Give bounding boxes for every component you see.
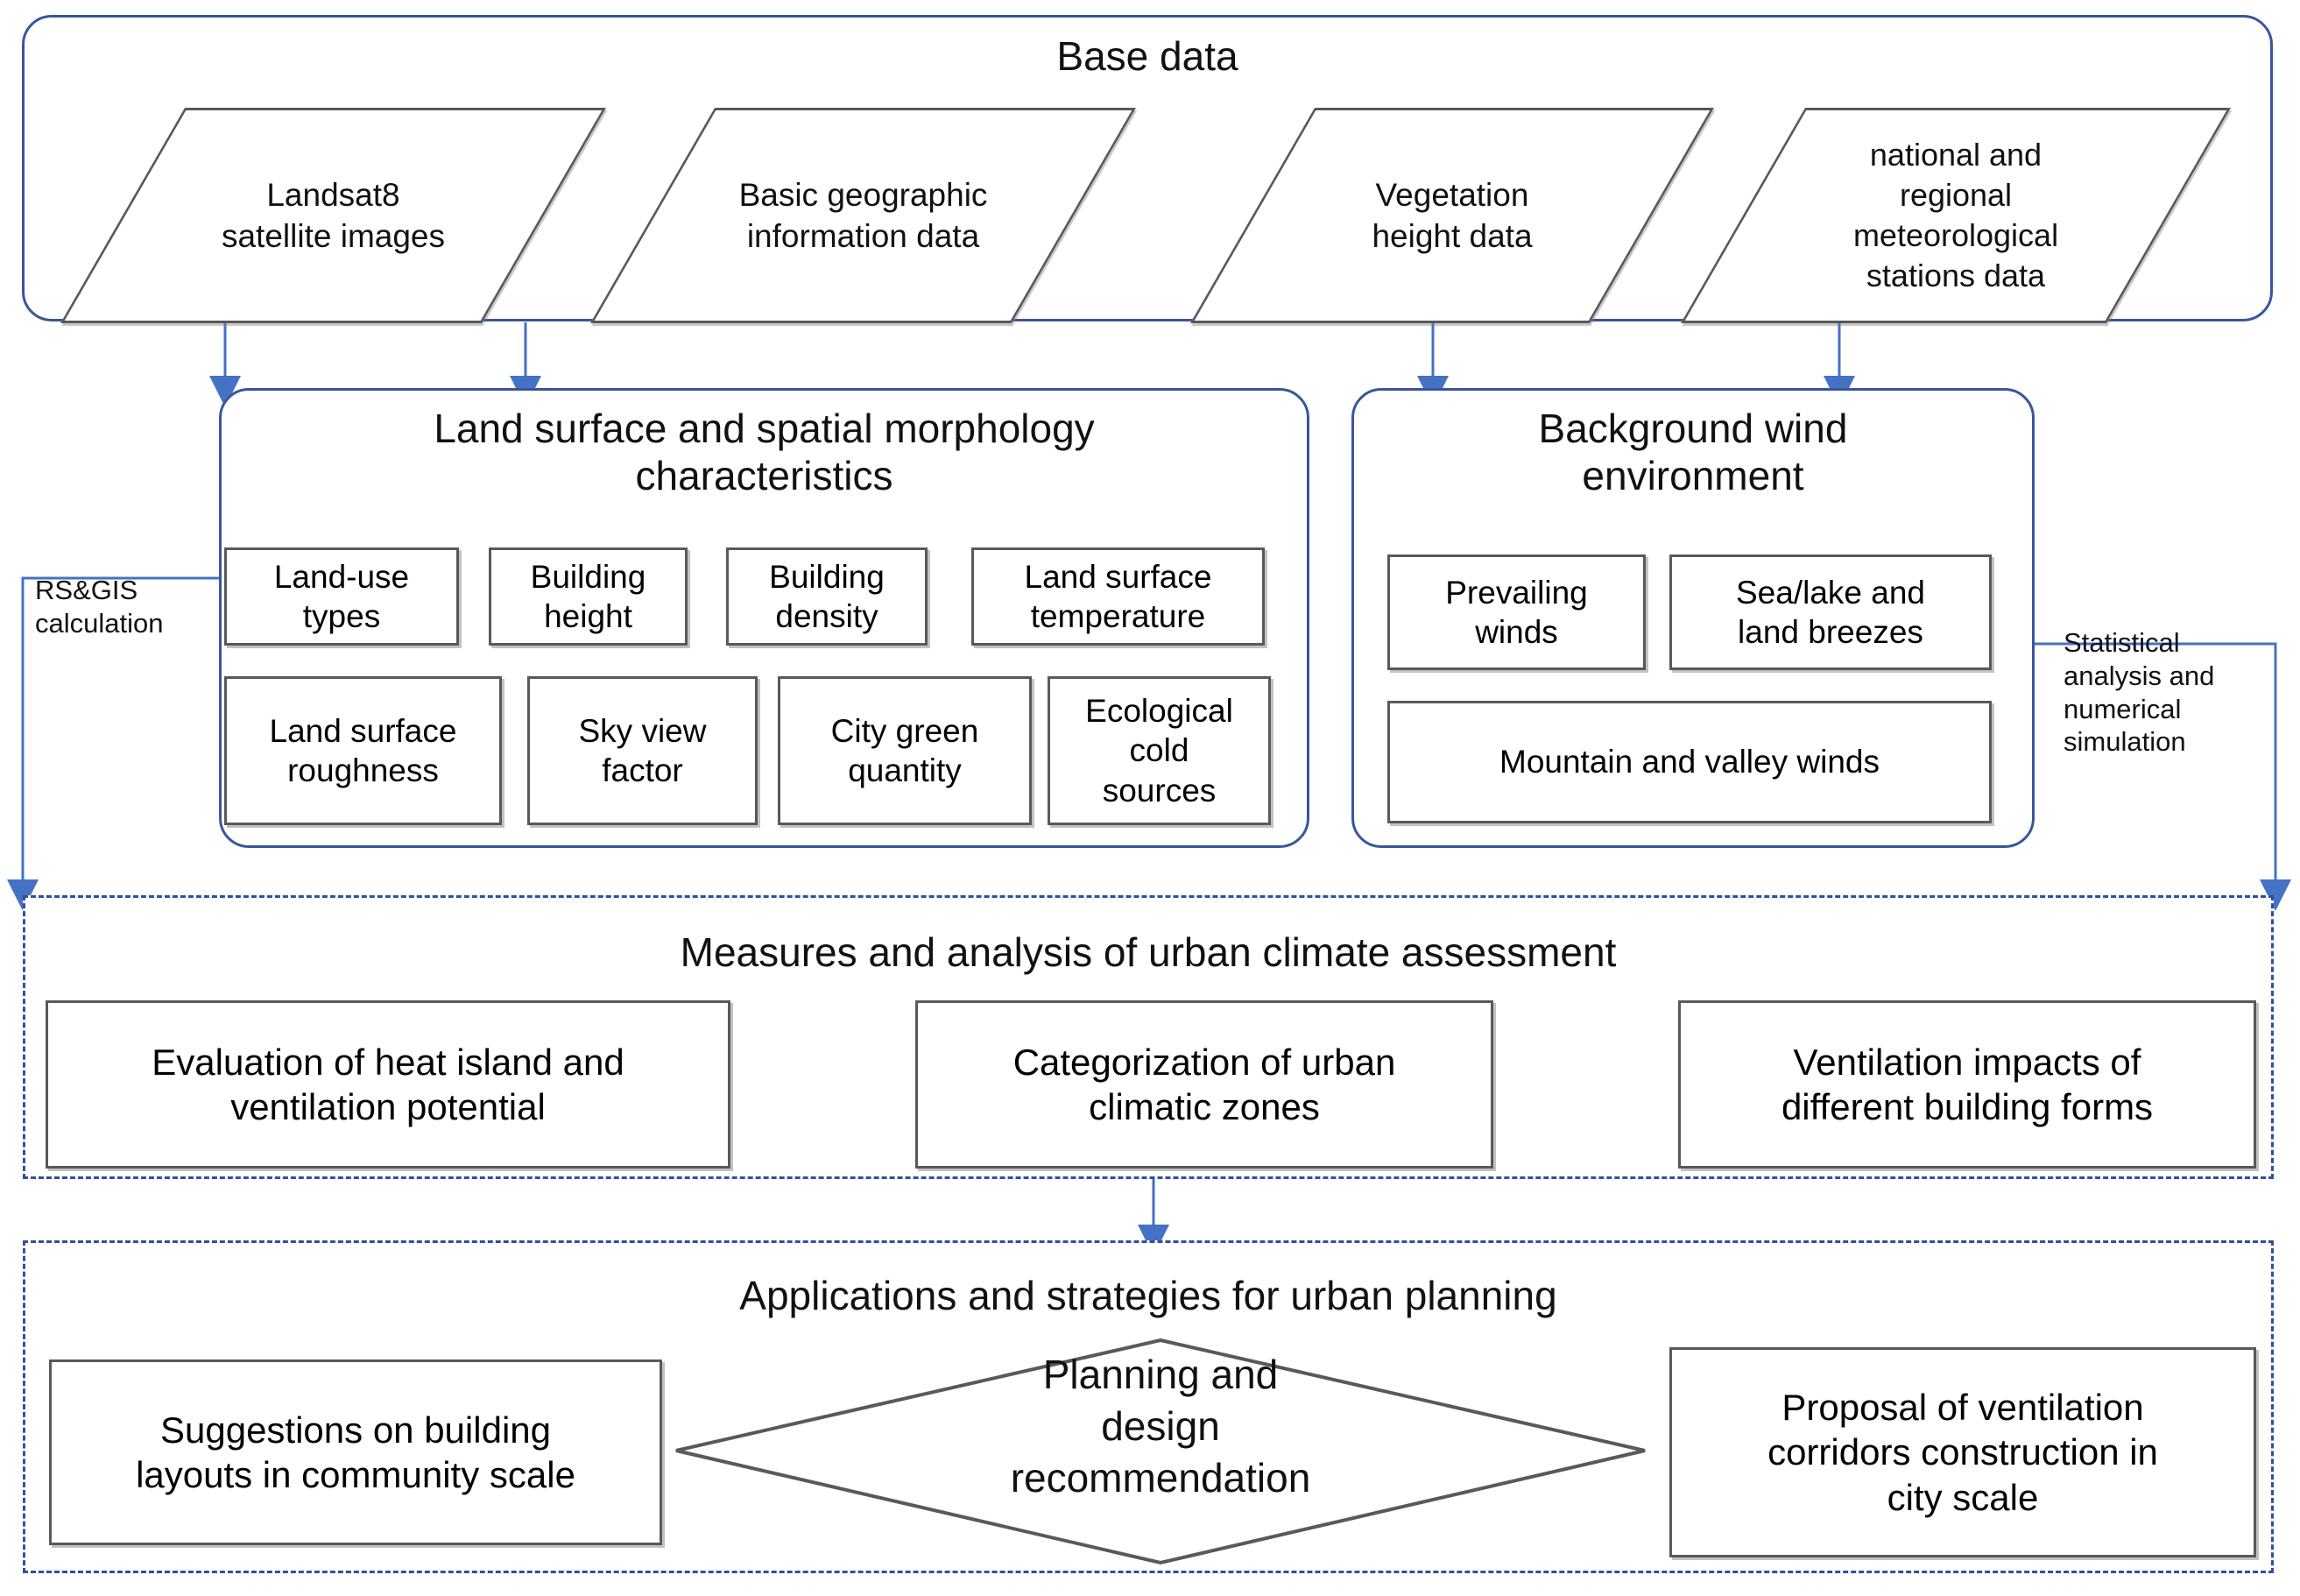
applications-title: Applications and strategies for urban pl… bbox=[739, 1273, 1557, 1318]
land-surface-item-building-height[interactable]: Building height bbox=[489, 547, 688, 646]
side-label-rs-gis-calculation: RS&GIS calculation bbox=[35, 575, 164, 639]
wind-item-sea-lake-land-breezes[interactable]: Sea/lake and land breezes bbox=[1669, 554, 1992, 670]
applications-left-box[interactable]: Suggestions on building layouts in commu… bbox=[49, 1359, 662, 1545]
base-data-source-4[interactable]: national and regional meteorological sta… bbox=[1680, 108, 2232, 323]
land-surface-title: Land surface and spatial morphology char… bbox=[434, 406, 1095, 499]
land-surface-item-label: Building density bbox=[769, 558, 885, 634]
measures-item-urban-climatic-zones[interactable]: Categorization of urban climatic zones bbox=[915, 1000, 1493, 1169]
land-surface-item-building-density[interactable]: Building density bbox=[726, 547, 928, 646]
wind-item-label: Mountain and valley winds bbox=[1499, 744, 1880, 780]
land-surface-item-land-use-types[interactable]: Land-use types bbox=[224, 547, 459, 646]
applications-left-box-label: Suggestions on building layouts in commu… bbox=[136, 1409, 575, 1495]
applications-right-box-label: Proposal of ventilation corridors constr… bbox=[1767, 1387, 2158, 1518]
base-data-source-1[interactable]: Landsat8 satellite images bbox=[60, 108, 607, 323]
base-data-source-1-label: Landsat8 satellite images bbox=[221, 176, 445, 254]
land-surface-item-land-surface-temperature[interactable]: Land surface temperature bbox=[971, 547, 1265, 646]
wind-item-label: Sea/lake and land breezes bbox=[1735, 574, 1925, 650]
base-data-source-2-label: Basic geographic information data bbox=[738, 176, 988, 254]
land-surface-item-label: Ecological cold sources bbox=[1085, 693, 1233, 809]
measures-item-label: Evaluation of heat island and ventilatio… bbox=[152, 1041, 624, 1127]
diamond-shape bbox=[675, 1338, 1646, 1565]
land-surface-item-city-green-quantity[interactable]: City green quantity bbox=[778, 676, 1032, 825]
base-data-source-2[interactable]: Basic geographic information data bbox=[589, 108, 1137, 323]
measures-item-ventilation-building-forms[interactable]: Ventilation impacts of different buildin… bbox=[1678, 1000, 2256, 1169]
land-surface-item-label: Land surface roughness bbox=[269, 712, 457, 788]
measures-item-label: Ventilation impacts of different buildin… bbox=[1781, 1041, 2154, 1127]
land-surface-item-land-surface-roughness[interactable]: Land surface roughness bbox=[224, 676, 502, 825]
measures-item-heat-island-evaluation[interactable]: Evaluation of heat island and ventilatio… bbox=[46, 1000, 730, 1169]
land-surface-item-label: Land-use types bbox=[273, 558, 410, 634]
applications-right-box[interactable]: Proposal of ventilation corridors constr… bbox=[1669, 1347, 2256, 1557]
base-data-source-3-label: Vegetation height data bbox=[1372, 176, 1533, 254]
measures-title: Measures and analysis of urban climate a… bbox=[680, 929, 1617, 975]
land-surface-item-ecological-cold-sources[interactable]: Ecological cold sources bbox=[1048, 676, 1271, 825]
wind-item-prevailing-winds[interactable]: Prevailing winds bbox=[1387, 554, 1646, 670]
land-surface-item-label: Building height bbox=[530, 558, 646, 634]
land-surface-item-label: Land surface temperature bbox=[1024, 558, 1212, 634]
land-surface-item-label: Sky view factor bbox=[578, 712, 707, 788]
land-surface-item-label: City green quantity bbox=[830, 712, 979, 788]
base-data-source-4-label: national and regional meteorological sta… bbox=[1852, 136, 2059, 294]
planning-design-diamond[interactable] bbox=[674, 1338, 1647, 1566]
base-data-title: Base data bbox=[1056, 33, 1238, 79]
land-surface-item-sky-view-factor[interactable]: Sky view factor bbox=[527, 676, 758, 825]
base-data-source-3[interactable]: Vegetation height data bbox=[1189, 108, 1715, 323]
planning-design-diamond-label: Planning and design recommendation bbox=[1010, 1352, 1311, 1501]
measures-item-label: Categorization of urban climatic zones bbox=[1012, 1041, 1396, 1127]
wind-environment-title: Background wind environment bbox=[1538, 406, 1848, 499]
wind-item-mountain-valley-winds[interactable]: Mountain and valley winds bbox=[1387, 701, 1992, 823]
side-label-statistical-analysis: Statistical analysis and numerical simul… bbox=[2064, 627, 2215, 758]
wind-item-label: Prevailing winds bbox=[1445, 574, 1588, 650]
